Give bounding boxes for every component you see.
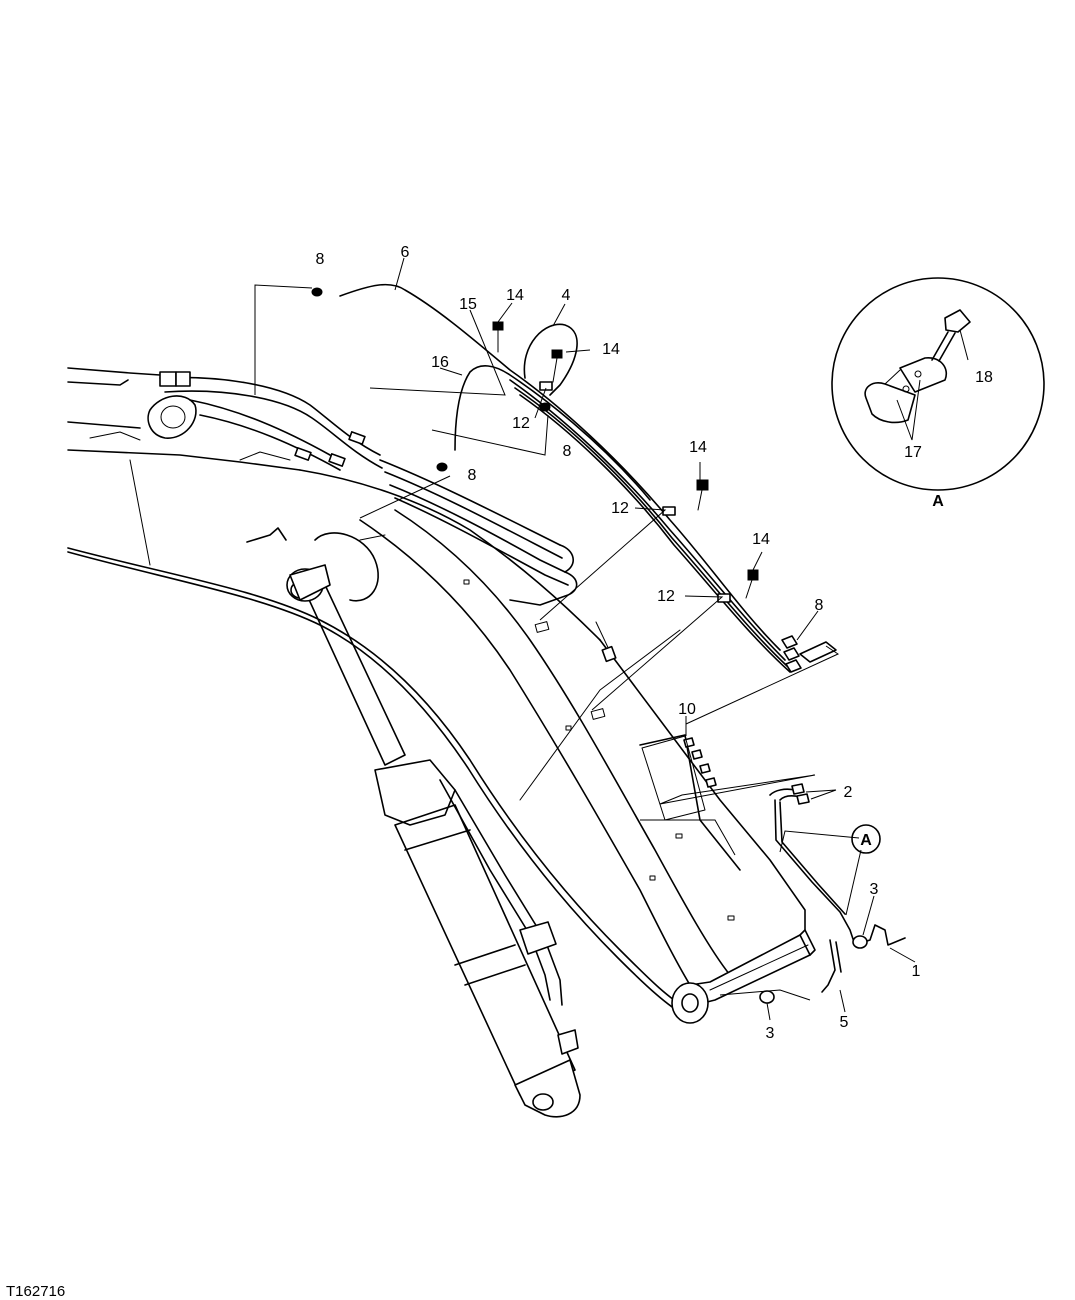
callout-12-clamp-top: 12	[512, 415, 530, 432]
callout-14-bolt-mid: 14	[689, 439, 707, 456]
callout-15-clamp: 15	[459, 296, 477, 313]
callout-4-hose-loop: 4	[562, 287, 571, 304]
callout-14-bolt-loop: 14	[602, 341, 620, 358]
callout-8-fitting-lower: 8	[815, 597, 824, 614]
callout-14-bolt-lower: 14	[752, 531, 770, 548]
callout-8-hose-end: 8	[316, 251, 325, 268]
callout-2-fittings: 2	[844, 784, 853, 801]
boom-structure	[67, 367, 816, 1024]
callout-1-line: 1	[912, 963, 921, 980]
callout-3-fitting-right: 3	[870, 881, 879, 898]
callout-6-hose: 6	[401, 244, 410, 261]
detail-a-marker-label: A	[860, 832, 872, 849]
callout-14-bolt-top: 14	[506, 287, 524, 304]
callout-3-fitting-bottom: 3	[766, 1025, 775, 1042]
boom-cylinder	[246, 527, 581, 1118]
callout-18-bolt-detail: 18	[975, 369, 993, 386]
callout-5-line: 5	[840, 1014, 849, 1031]
callout-12-clamp-mid: 12	[611, 500, 629, 517]
figure-id: T162716	[6, 1283, 65, 1300]
callout-12-clamp-lower: 12	[657, 588, 675, 605]
detail-a-marker: A	[851, 824, 881, 854]
leader-lines	[254, 257, 916, 1021]
hydraulic-piping	[159, 283, 906, 1004]
callout-10-fittings: 10	[678, 701, 696, 718]
detail-view-a	[831, 277, 1045, 491]
callout-labels: 8 6 15 14 4 14 16 12 8 8 14 12 14 12 8 1…	[316, 244, 993, 1042]
callout-16-hose: 16	[431, 354, 449, 371]
callout-8-fitting-top: 8	[563, 443, 572, 460]
callout-17-clamp-detail: 17	[904, 444, 922, 461]
callout-8-fitting-mid: 8	[468, 467, 477, 484]
detail-view-label: A	[932, 493, 944, 510]
